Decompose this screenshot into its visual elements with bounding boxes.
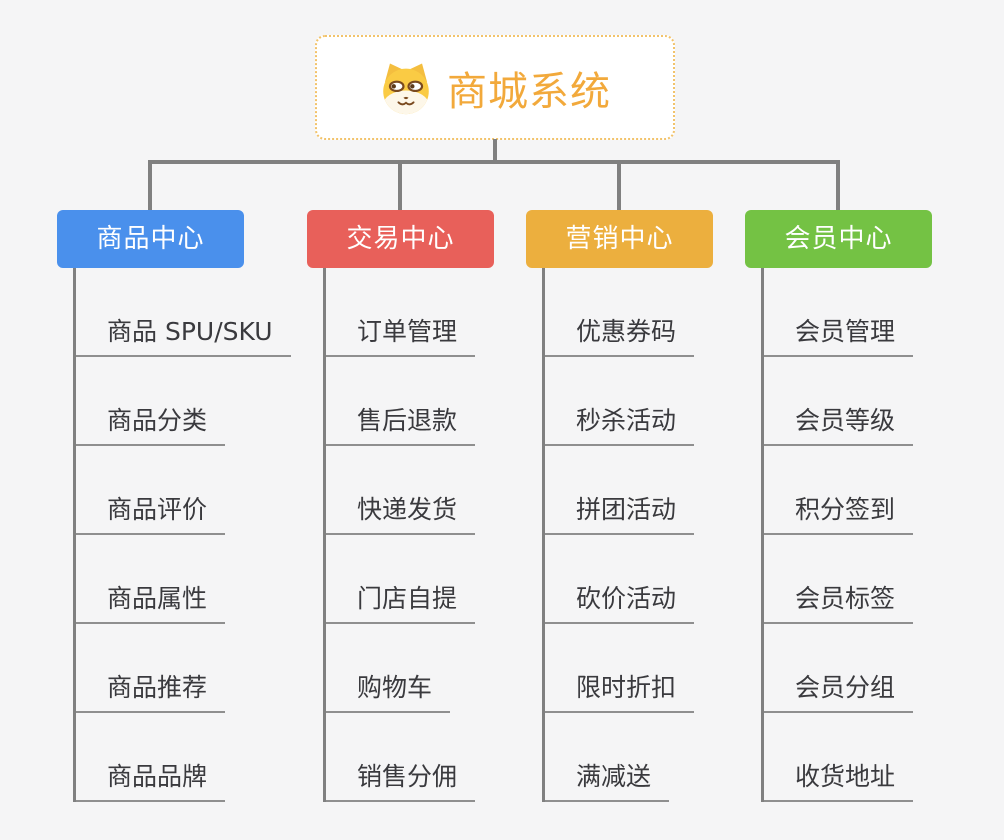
- child-row: 限时折扣: [545, 624, 713, 713]
- root-title: 商城系统: [447, 68, 611, 115]
- branch-node[interactable]: 营销中心: [526, 210, 713, 268]
- branches-horizontal-connector: [148, 160, 840, 164]
- child-item[interactable]: 购物车: [326, 668, 451, 713]
- child-item[interactable]: 限时折扣: [545, 668, 695, 713]
- root-node[interactable]: 商城系统: [315, 35, 675, 140]
- branch-children: 商品 SPU/SKU 商品分类商品评价商品属性商品推荐商品品牌: [73, 268, 291, 802]
- child-item[interactable]: 商品评价: [76, 490, 226, 535]
- branch-children: 优惠券码秒杀活动拼团活动砍价活动限时折扣满减送: [542, 268, 713, 802]
- branch-node[interactable]: 交易中心: [307, 210, 494, 268]
- branch-2: 营销中心 优惠券码秒杀活动拼团活动砍价活动限时折扣满减送: [526, 160, 713, 802]
- child-row: 商品属性: [76, 535, 244, 624]
- child-row: 收货地址: [764, 713, 932, 802]
- child-row: 会员等级: [764, 357, 932, 446]
- child-row: 会员标签: [764, 535, 932, 624]
- branch-drop-connector: [398, 160, 402, 210]
- child-item[interactable]: 会员等级: [764, 401, 914, 446]
- child-item[interactable]: 商品分类: [76, 401, 226, 446]
- child-item[interactable]: 订单管理: [326, 312, 476, 357]
- child-item[interactable]: 商品 SPU/SKU: [76, 312, 291, 357]
- child-item[interactable]: 会员管理: [764, 312, 914, 357]
- child-row: 优惠券码: [545, 268, 713, 357]
- child-row: 快递发货: [326, 446, 494, 535]
- child-item[interactable]: 砍价活动: [545, 579, 695, 624]
- child-row: 门店自提: [326, 535, 494, 624]
- branch-drop-connector: [148, 160, 152, 210]
- child-row: 商品品牌: [76, 713, 244, 802]
- child-row: 积分签到: [764, 446, 932, 535]
- child-row: 商品分类: [76, 357, 244, 446]
- child-row: 拼团活动: [545, 446, 713, 535]
- branch-children: 会员管理会员等级积分签到会员标签会员分组收货地址: [761, 268, 932, 802]
- child-row: 销售分佣: [326, 713, 494, 802]
- child-item[interactable]: 秒杀活动: [545, 401, 695, 446]
- child-row: 商品 SPU/SKU: [76, 268, 291, 357]
- child-row: 会员分组: [764, 624, 932, 713]
- child-row: 砍价活动: [545, 535, 713, 624]
- child-item[interactable]: 优惠券码: [545, 312, 695, 357]
- child-row: 满减送: [545, 713, 713, 802]
- child-item[interactable]: 满减送: [545, 757, 670, 802]
- dog-icon: [383, 63, 429, 114]
- branch-drop-connector: [836, 160, 840, 210]
- child-row: 商品评价: [76, 446, 244, 535]
- branch-1: 交易中心 订单管理售后退款快递发货门店自提购物车销售分佣: [307, 160, 494, 802]
- child-item[interactable]: 商品品牌: [76, 757, 226, 802]
- branch-node[interactable]: 会员中心: [745, 210, 932, 268]
- child-row: 商品推荐: [76, 624, 244, 713]
- child-row: 购物车: [326, 624, 494, 713]
- branch-node[interactable]: 商品中心: [57, 210, 244, 268]
- child-item[interactable]: 会员分组: [764, 668, 914, 713]
- child-item[interactable]: 会员标签: [764, 579, 914, 624]
- branch-0: 商品中心 商品 SPU/SKU 商品分类商品评价商品属性商品推荐商品品牌: [57, 160, 291, 802]
- child-item[interactable]: 积分签到: [764, 490, 914, 535]
- child-item[interactable]: 商品推荐: [76, 668, 226, 713]
- branch-drop-connector: [617, 160, 621, 210]
- child-item[interactable]: 门店自提: [326, 579, 476, 624]
- child-item[interactable]: 售后退款: [326, 401, 476, 446]
- child-row: 订单管理: [326, 268, 494, 357]
- child-row: 秒杀活动: [545, 357, 713, 446]
- child-row: 会员管理: [764, 268, 932, 357]
- branch-children: 订单管理售后退款快递发货门店自提购物车销售分佣: [323, 268, 494, 802]
- child-item[interactable]: 收货地址: [764, 757, 914, 802]
- child-item[interactable]: 销售分佣: [326, 757, 476, 802]
- child-item[interactable]: 快递发货: [326, 490, 476, 535]
- branch-3: 会员中心 会员管理会员等级积分签到会员标签会员分组收货地址: [745, 160, 932, 802]
- child-row: 售后退款: [326, 357, 494, 446]
- root-stem-connector: [493, 139, 497, 163]
- child-item[interactable]: 商品属性: [76, 579, 226, 624]
- child-item[interactable]: 拼团活动: [545, 490, 695, 535]
